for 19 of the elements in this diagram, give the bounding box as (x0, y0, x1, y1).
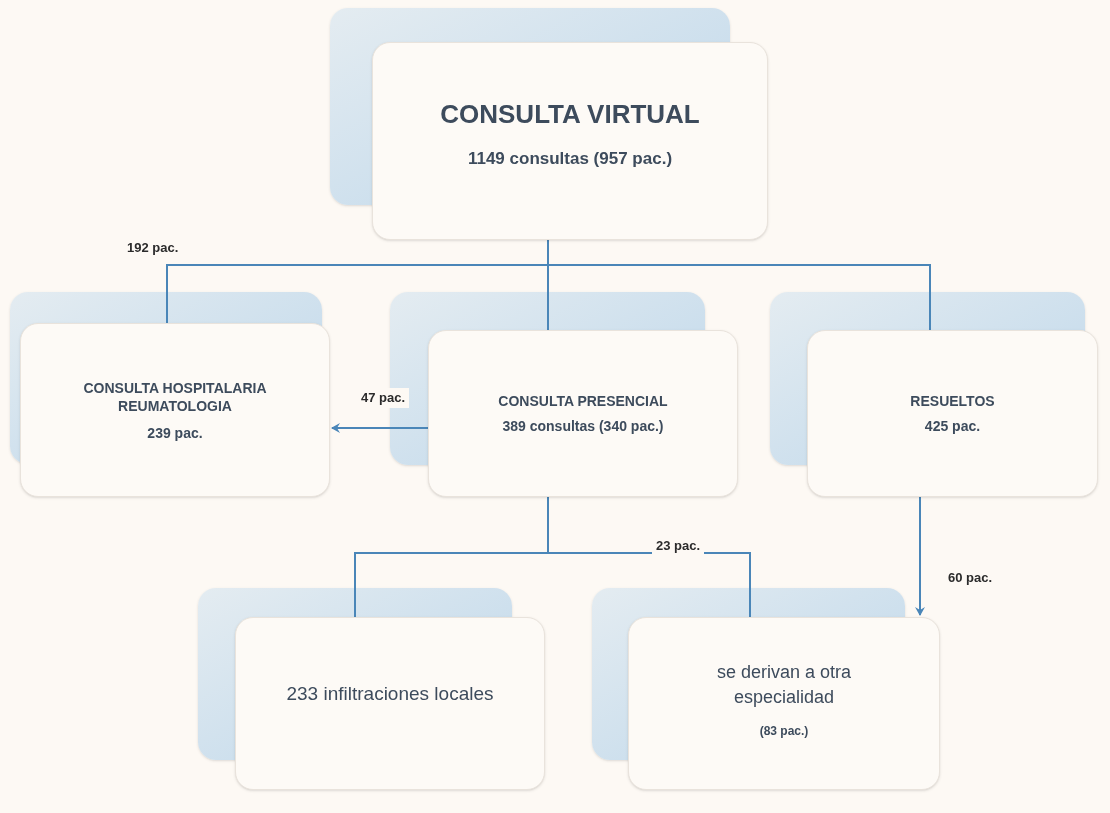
node-title: CONSULTA HOSPITALARIA REUMATOLOGIA (82, 380, 268, 415)
process-box (807, 330, 1098, 497)
process-box (628, 617, 940, 790)
node-title: RESUELTOS (910, 392, 995, 411)
node-text: 233 infiltraciones locales (286, 682, 494, 706)
node-title: CONSULTA PRESENCIAL (498, 392, 668, 411)
node-text: se derivan a otra especialidad (715, 661, 853, 709)
node-subtitle: (83 pac.) (759, 722, 809, 740)
arrow (331, 423, 429, 433)
node-subtitle: 389 consultas (340 pac.) (502, 417, 664, 436)
node-subtitle: 1149 consultas (957 pac.) (467, 148, 673, 170)
node-subtitle: 239 pac. (147, 424, 203, 443)
process-box (20, 323, 330, 497)
node-title: CONSULTA VIRTUAL (440, 98, 700, 131)
process-box (428, 330, 738, 497)
process-box (235, 617, 545, 790)
process-box (372, 42, 768, 240)
node-subtitle: 425 pac. (924, 417, 981, 436)
arrow (915, 496, 925, 616)
